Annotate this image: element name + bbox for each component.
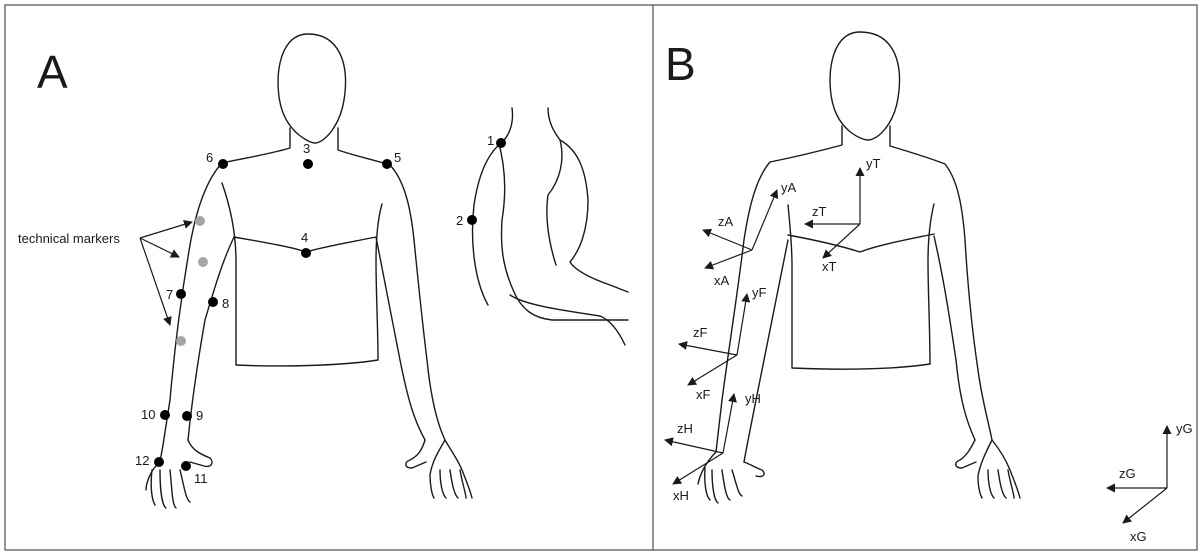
technical-marker-3	[176, 336, 186, 346]
technical-markers-label: technical markers	[18, 231, 120, 246]
forearm-x-label: xF	[696, 387, 711, 402]
marker-label-3: 3	[303, 141, 310, 156]
marker-label-1: 1	[487, 133, 494, 148]
panel-a-letter: A	[37, 46, 68, 98]
marker-2	[467, 215, 477, 225]
marker-label-7: 7	[166, 287, 173, 302]
thorax-frame: yT zT xT	[805, 156, 881, 274]
marker-5	[382, 159, 392, 169]
panel-b-letter: B	[665, 38, 696, 90]
marker-label-4: 4	[301, 230, 308, 245]
marker-11	[181, 461, 191, 471]
marker-label-2: 2	[456, 213, 463, 228]
marker-8	[208, 297, 218, 307]
forearm-frame: yF zF xF	[679, 285, 767, 402]
hand-x-label: xH	[673, 488, 689, 503]
marker-label-8: 8	[222, 296, 229, 311]
marker-label-11: 11	[194, 471, 208, 486]
global-frame: yG zG xG	[1107, 421, 1193, 544]
global-x-label: xG	[1130, 529, 1147, 544]
marker-label-12: 12	[135, 453, 149, 468]
side-view-outline	[473, 108, 628, 345]
technical-marker-1	[195, 216, 205, 226]
torso-outline-b	[698, 32, 1020, 503]
marker-4	[301, 248, 311, 258]
global-y-label: yG	[1176, 421, 1193, 436]
upper-arm-z-label: zA	[718, 214, 734, 229]
technical-markers-arrows	[140, 222, 192, 325]
upper-arm-x-label: xA	[714, 273, 730, 288]
marker-3	[303, 159, 313, 169]
marker-label-6: 6	[206, 150, 213, 165]
marker-7	[176, 289, 186, 299]
thorax-z-label: zT	[812, 204, 827, 219]
hand-z-label: zH	[677, 421, 693, 436]
global-z-label: zG	[1119, 466, 1136, 481]
marker-label-9: 9	[196, 408, 203, 423]
upper-arm-frame: yA zA xA	[703, 180, 797, 288]
marker-label-10: 10	[141, 407, 155, 422]
marker-10	[160, 410, 170, 420]
forearm-z-label: zF	[693, 325, 708, 340]
marker-label-5: 5	[394, 150, 401, 165]
torso-outline-a	[146, 34, 472, 508]
thorax-x-label: xT	[822, 259, 837, 274]
marker-12	[154, 457, 164, 467]
marker-1	[496, 138, 506, 148]
panel-a: A	[18, 34, 628, 508]
panel-b: B yT zT xT yA	[665, 32, 1193, 544]
technical-marker-2	[198, 257, 208, 267]
hand-y-label: yH	[745, 391, 761, 406]
upper-arm-y-label: yA	[781, 180, 797, 195]
marker-9	[182, 411, 192, 421]
marker-6	[218, 159, 228, 169]
forearm-y-label: yF	[752, 285, 767, 300]
thorax-y-label: yT	[866, 156, 881, 171]
